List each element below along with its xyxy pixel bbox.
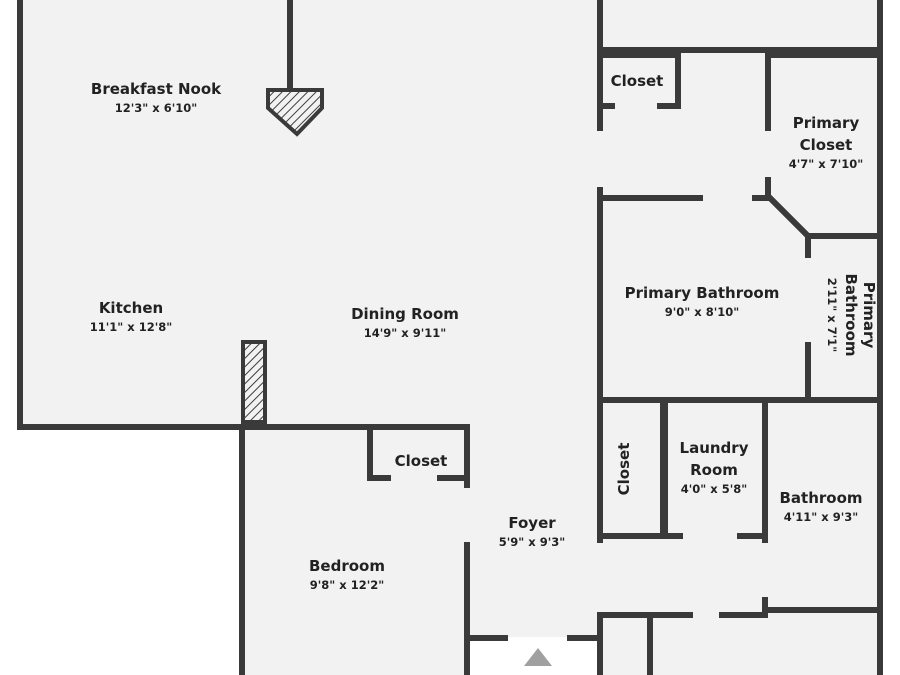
- wall-primary-closet: [765, 52, 883, 199]
- fireplace-hatch: [266, 88, 324, 137]
- dim-dining-room: 14'9" x 9'11": [364, 326, 446, 340]
- label-closet-laundry: Closet: [615, 443, 633, 496]
- label-primary-bathroom-2-line1: Primary: [860, 282, 878, 349]
- dim-bathroom: 4'11" x 9'3": [784, 510, 858, 524]
- wall-bathroom: [762, 397, 883, 613]
- label-primary-closet-1: Primary: [793, 114, 860, 132]
- wall-bedroom-closet: [367, 424, 470, 481]
- column-hatch: [241, 340, 267, 424]
- label-closet-bedroom: Closet: [395, 452, 448, 470]
- floor-left-wing: [242, 427, 467, 675]
- label-kitchen: Kitchen: [99, 299, 163, 317]
- dim-bedroom: 9'8" x 12'2": [310, 578, 384, 592]
- label-primary-closet-2: Closet: [800, 136, 853, 154]
- watermark: S: [855, 329, 868, 350]
- fixtures: [241, 88, 552, 666]
- label-laundry-room-2: Room: [690, 461, 738, 479]
- floor-main-area: [20, 0, 600, 427]
- floor-areas: [20, 0, 880, 675]
- dim-kitchen: 11'1" x 12'8": [90, 320, 172, 334]
- wall-entry-bottom: [464, 612, 768, 675]
- label-primary-bathroom-2-line2: Bathroom: [842, 273, 860, 356]
- label-foyer: Foyer: [508, 514, 556, 532]
- dim-breakfast-nook: 12'3" x 6'10": [115, 101, 197, 115]
- dim-primary-bathroom-2: 2'11" x 7'1": [825, 278, 839, 352]
- room-labels: Breakfast Nook 12'3" x 6'10" Kitchen 11'…: [90, 72, 878, 592]
- wall-top-closet: [597, 52, 681, 109]
- dim-foyer: 5'9" x 9'3": [499, 535, 565, 549]
- label-primary-bathroom: Primary Bathroom: [625, 284, 780, 302]
- entry-arrow-icon: [524, 648, 552, 666]
- wall-primary-bathroom: [597, 195, 883, 239]
- walls: [17, 0, 883, 675]
- label-group-primary-bathroom-2: Primary Bathroom 2'11" x 7'1": [825, 273, 878, 356]
- wall-main-outline: [17, 0, 470, 430]
- label-closet-top: Closet: [611, 72, 664, 90]
- label-dining-room: Dining Room: [351, 305, 459, 323]
- wall-top-right: [597, 0, 883, 675]
- label-bedroom: Bedroom: [309, 557, 385, 575]
- dim-primary-closet: 4'7" x 7'10": [789, 157, 863, 171]
- label-bathroom: Bathroom: [779, 489, 862, 507]
- label-laundry-room-1: Laundry: [680, 439, 749, 457]
- dim-laundry-room: 4'0" x 5'8": [681, 482, 747, 496]
- label-breakfast-nook: Breakfast Nook: [91, 80, 222, 98]
- dim-primary-bathroom: 9'0" x 8'10": [665, 305, 739, 319]
- floor-right-wing: [600, 0, 880, 675]
